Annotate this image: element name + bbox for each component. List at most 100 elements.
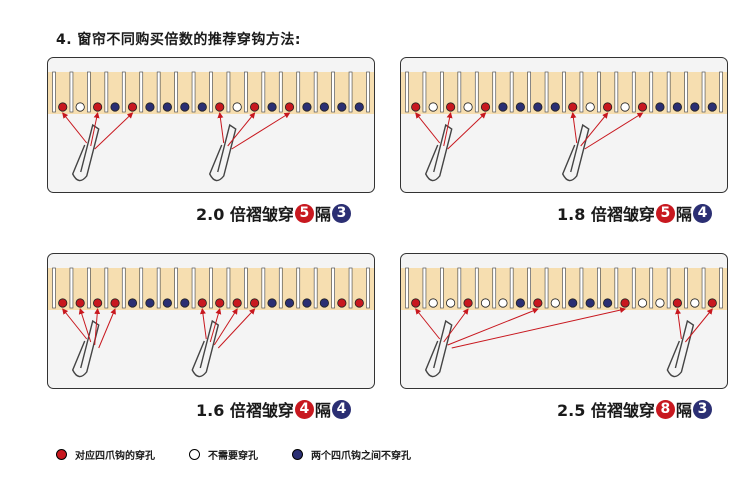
hole-dot: [354, 102, 364, 112]
hole-dot: [707, 102, 717, 112]
legend: 对应四爪钩的穿孔 不需要穿孔 两个四爪钩之间不穿孔: [56, 447, 445, 462]
hole-dot: [568, 298, 578, 308]
hole-dot: [93, 102, 103, 112]
diagram-panel-1-6x: [47, 253, 375, 389]
pleat-stripe: [174, 267, 178, 309]
hole-dot: [110, 298, 120, 308]
pleat-stripe: [348, 71, 353, 113]
pleat-stripe: [331, 267, 335, 309]
pleat-stripe: [597, 71, 601, 113]
pleat-stripe: [527, 71, 531, 113]
pleat-stripe: [156, 71, 161, 113]
legend-label: 不需要穿孔: [208, 451, 258, 462]
hole-dot: [284, 102, 295, 112]
hole-dot: [232, 298, 242, 308]
pleat-stripe: [631, 267, 636, 309]
curtain-hook-icon: [208, 123, 237, 182]
hook-arrow: [78, 308, 92, 343]
hole-dot: [162, 102, 172, 112]
hole-dot: [411, 298, 421, 308]
hole-dot: [515, 298, 525, 308]
hole-dot: [354, 298, 364, 308]
pleat-stripe: [649, 71, 654, 113]
hole-dot: [267, 102, 277, 112]
hole-dot: [267, 298, 277, 308]
hole-dot: [550, 102, 560, 112]
pleat-stripe: [509, 267, 514, 309]
hole-dot: [585, 298, 595, 308]
pleat-stripe: [544, 71, 549, 113]
hook-arrow: [443, 112, 453, 147]
pleat-stripe: [701, 71, 706, 113]
hole-dot: [411, 102, 421, 112]
pleat-stripe: [579, 71, 584, 113]
pleat-stripe: [261, 71, 266, 113]
hole-dot: [637, 298, 648, 308]
hole-dot: [672, 298, 682, 308]
hook-arrow: [62, 112, 88, 144]
hole-dot: [145, 298, 155, 308]
pleat-stripe: [492, 71, 497, 113]
hook-arrow: [447, 112, 487, 150]
curtain-diagram: [400, 253, 728, 389]
pleat-stripe: [649, 267, 654, 309]
hole-dot: [319, 102, 329, 112]
hole-dot: [655, 298, 665, 308]
hook-arrow: [213, 308, 238, 346]
hole-dot: [110, 102, 120, 112]
hole-dot: [180, 298, 190, 308]
pleat-stripe: [191, 71, 196, 113]
hook-arrow: [231, 112, 291, 150]
pleat-stripe: [52, 267, 56, 309]
caption-text: 2.5 倍褶皱穿: [557, 401, 655, 420]
pleat-stripe: [139, 267, 144, 309]
legend-item-red: 对应四爪钩的穿孔: [56, 447, 155, 462]
curtain-diagram: [400, 57, 728, 193]
pleat-stripe: [719, 267, 723, 309]
curtain-hook-icon: [666, 319, 695, 378]
diagram-panel-2x: [47, 57, 375, 193]
pleat-stripe: [457, 71, 462, 113]
caption-text: 2.0 倍褶皱穿: [196, 205, 294, 224]
hook-arrow: [675, 308, 682, 340]
hole-dot: [672, 102, 682, 112]
hole-dot: [197, 102, 207, 112]
hole-dot: [655, 102, 665, 112]
pleat-stripe: [209, 71, 213, 113]
caption-word: 隔: [314, 205, 331, 224]
pleat-stripe: [104, 71, 109, 113]
pleat-stripe: [562, 267, 566, 309]
hole-dot: [585, 102, 595, 112]
pleat-stripe: [405, 267, 409, 309]
pleat-stripe: [104, 267, 109, 309]
hook-arrow: [94, 308, 101, 346]
hole-dot: [498, 298, 508, 308]
hole-dot: [637, 102, 648, 112]
hole-dot: [232, 102, 242, 112]
pleat-stripe: [313, 267, 318, 309]
curtain-hook-icon: [561, 123, 590, 182]
pleat-stripe: [719, 71, 723, 113]
pleat-stripe: [631, 71, 636, 113]
legend-label: 两个四爪钩之间不穿孔: [311, 451, 411, 462]
hole-dot: [428, 102, 438, 112]
pleat-stripe: [440, 267, 444, 309]
panel-caption-1-8x: 1.8 倍褶皱穿 5 隔 4: [557, 201, 713, 225]
diagram-panel-2-5x: [400, 253, 728, 389]
hole-dot: [707, 298, 717, 308]
pleat-stripe: [278, 71, 283, 113]
pleat-stripe: [278, 267, 283, 309]
hole-dot: [215, 298, 225, 308]
pleat-stripe: [492, 267, 497, 309]
panel-caption-1-6x: 1.6 倍褶皱穿 4 隔 4: [196, 397, 352, 421]
panel-caption-2x: 2.0 倍褶皱穿 5 隔 3: [196, 201, 352, 225]
hole-dot: [515, 102, 525, 112]
hole-dot: [446, 298, 456, 308]
pleat-stripe: [666, 267, 671, 309]
legend-item-blue: 两个四爪钩之间不穿孔: [292, 447, 411, 462]
curtain-hook-icon: [71, 123, 100, 182]
pleat-stripe: [684, 267, 688, 309]
hole-dot: [480, 298, 491, 308]
pleat-stripe: [121, 71, 126, 113]
pleat-count-badge: 5: [294, 203, 314, 223]
